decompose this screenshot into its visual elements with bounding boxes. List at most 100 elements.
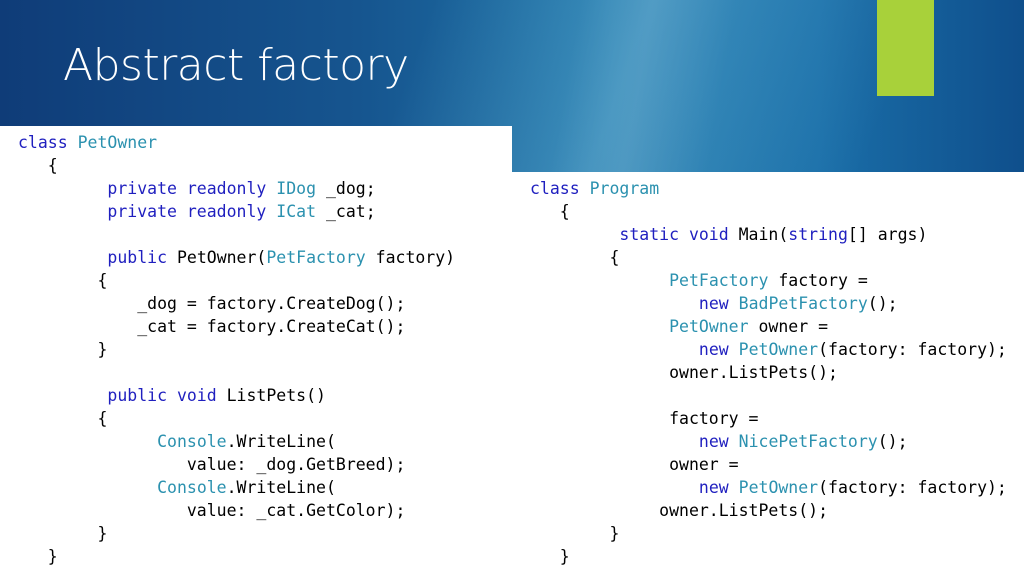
code-token: owner.ListPets();	[530, 501, 829, 520]
code-token: _cat;	[316, 202, 376, 221]
code-line: PetOwner owner =	[530, 315, 1007, 338]
code-token: owner.ListPets();	[530, 363, 838, 382]
code-line: {	[530, 200, 1007, 223]
code-token: {	[530, 248, 620, 267]
code-token	[530, 271, 669, 290]
code-line: public PetOwner(PetFactory factory)	[18, 246, 455, 269]
code-token: static void	[619, 225, 739, 244]
code-token: new	[698, 294, 739, 313]
code-token: PetFactory	[669, 271, 769, 290]
code-line: private readonly IDog _dog;	[18, 177, 455, 200]
code-token: value: _cat.GetColor);	[18, 501, 406, 520]
code-token: .WriteLine(	[226, 432, 336, 451]
code-line	[18, 223, 455, 246]
code-token: NicePetFactory	[738, 432, 878, 451]
code-token	[530, 225, 619, 244]
code-token: owner =	[530, 455, 739, 474]
code-token: private readonly	[107, 202, 277, 221]
code-token: factory =	[768, 271, 868, 290]
code-token: value: _dog.GetBreed);	[18, 455, 406, 474]
code-token	[18, 248, 107, 267]
code-token	[18, 432, 157, 451]
code-token: Main(	[738, 225, 789, 244]
code-token: {	[18, 271, 108, 290]
code-token: new	[698, 340, 739, 359]
code-token: class	[530, 179, 590, 198]
code-token: ();	[877, 432, 908, 451]
code-token: PetOwner	[738, 478, 819, 497]
code-line: }	[18, 545, 455, 568]
code-token: ListPets()	[226, 386, 326, 405]
code-token: (factory: factory);	[818, 340, 1007, 359]
code-token: Console	[157, 432, 227, 451]
code-panel-petowner: class PetOwner { private readonly IDog _…	[0, 126, 512, 576]
code-token: }	[18, 547, 58, 566]
code-line: {	[18, 269, 455, 292]
code-line: class Program	[530, 177, 1007, 200]
code-token: PetOwner	[738, 340, 819, 359]
code-line: Console.WriteLine(	[18, 476, 455, 499]
code-token: }	[530, 524, 620, 543]
code-token	[530, 432, 699, 451]
code-line: _dog = factory.CreateDog();	[18, 292, 455, 315]
code-line: {	[18, 154, 455, 177]
code-token: .WriteLine(	[226, 478, 336, 497]
code-line: }	[18, 338, 455, 361]
code-line: {	[18, 407, 455, 430]
code-token	[530, 317, 669, 336]
code-token: class	[18, 133, 78, 152]
code-line: static void Main(string[] args)	[530, 223, 1007, 246]
code-token	[18, 386, 107, 405]
code-token: BadPetFactory	[738, 294, 868, 313]
code-line: Console.WriteLine(	[18, 430, 455, 453]
code-token	[530, 340, 699, 359]
code-line: public void ListPets()	[18, 384, 455, 407]
code-token: _cat = factory.CreateCat();	[18, 317, 406, 336]
code-token: factory =	[530, 409, 759, 428]
code-token: public	[107, 248, 177, 267]
code-token: [] args)	[847, 225, 928, 244]
code-line	[18, 361, 455, 384]
code-line: _cat = factory.CreateCat();	[18, 315, 455, 338]
code-token: {	[18, 409, 108, 428]
code-token	[18, 478, 157, 497]
slide-title: Abstract factory	[63, 40, 409, 91]
code-line: }	[530, 545, 1007, 568]
code-token: }	[18, 524, 108, 543]
code-token	[18, 202, 107, 221]
code-token: factory)	[365, 248, 456, 267]
code-panel-program: class Program { static void Main(string[…	[512, 172, 1024, 576]
code-line: new PetOwner(factory: factory);	[530, 338, 1007, 361]
code-token: PetOwner	[669, 317, 749, 336]
code-line: owner.ListPets();	[530, 499, 1007, 522]
code-line: new NicePetFactory();	[530, 430, 1007, 453]
code-token: public void	[107, 386, 227, 405]
code-line: new BadPetFactory();	[530, 292, 1007, 315]
code-token: owner =	[748, 317, 829, 336]
code-token	[530, 294, 699, 313]
code-line	[530, 384, 1007, 407]
code-token: Program	[589, 179, 660, 198]
code-token: Console	[157, 478, 227, 497]
code-line: }	[18, 522, 455, 545]
code-line: owner.ListPets();	[530, 361, 1007, 384]
code-token: new	[698, 432, 739, 451]
code-token: }	[530, 547, 570, 566]
code-token: (factory: factory);	[818, 478, 1007, 497]
code-line: factory =	[530, 407, 1007, 430]
code-line: {	[530, 246, 1007, 269]
code-block-petowner: class PetOwner { private readonly IDog _…	[18, 131, 455, 568]
code-token	[18, 179, 107, 198]
code-token: PetOwner(	[176, 248, 267, 267]
code-line: class PetOwner	[18, 131, 455, 154]
accent-bar	[877, 0, 934, 96]
code-token: string	[788, 225, 848, 244]
code-token: ();	[867, 294, 898, 313]
code-token: }	[18, 340, 108, 359]
code-line: private readonly ICat _cat;	[18, 200, 455, 223]
code-token: IDog	[276, 179, 317, 198]
code-token: ICat	[276, 202, 317, 221]
code-line: value: _dog.GetBreed);	[18, 453, 455, 476]
code-token: PetFactory	[266, 248, 366, 267]
code-line: value: _cat.GetColor);	[18, 499, 455, 522]
